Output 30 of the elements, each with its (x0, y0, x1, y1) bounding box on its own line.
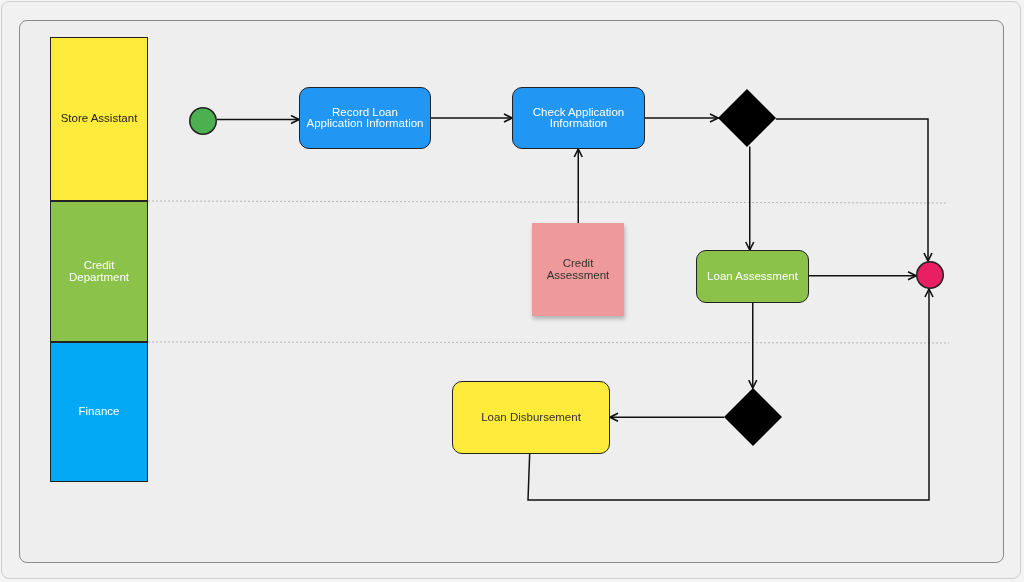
node-label: Loan Assessment (706, 270, 799, 283)
arrow (430, 113, 513, 123)
activity-box (452, 381, 610, 454)
arrow (744, 145, 755, 251)
decision-diamond (724, 388, 782, 446)
activity-box (299, 87, 431, 149)
activity-box (696, 250, 809, 303)
arrow (216, 114, 300, 125)
node-label: Loan Disbursement (480, 411, 582, 424)
arrow (644, 113, 719, 123)
arrow (775, 118, 933, 262)
activity-box (512, 87, 645, 149)
lane-label: Finance (77, 406, 121, 418)
node-label: Check Application Information (531, 106, 626, 130)
start-node (189, 107, 217, 135)
note-box (532, 223, 624, 316)
decision-diamond (718, 89, 776, 147)
lane-label: Credit Department (67, 260, 131, 283)
arrow (609, 412, 725, 423)
swimlane-header (50, 342, 148, 482)
arrow (747, 302, 758, 389)
node-label: Credit Assessment (545, 258, 611, 281)
node-label: Record Loan Application Information (305, 106, 425, 130)
swimlane-header (50, 37, 148, 201)
arrow (573, 148, 584, 224)
end-node (916, 261, 944, 289)
lane-label: Store Assistant (59, 113, 139, 125)
arrow (527, 288, 934, 501)
swimlane-header (50, 201, 148, 342)
arrow (808, 270, 917, 281)
